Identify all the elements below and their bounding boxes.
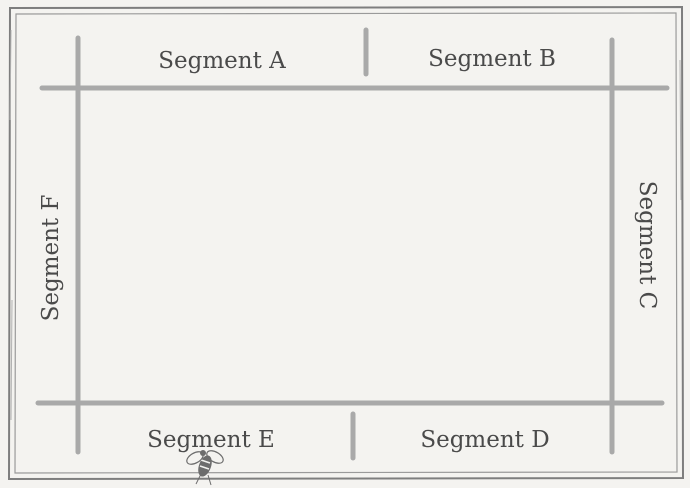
outer-frame (7, 5, 685, 481)
segment-c-label: Segment C (634, 181, 660, 309)
segment-e-label: Segment E (147, 427, 275, 453)
segment-d-label: Segment D (420, 427, 549, 453)
segment-f-label: Segment F (38, 195, 64, 322)
segment-b-label: Segment B (428, 46, 556, 72)
divider-lines (35, 27, 670, 461)
bee-icon (186, 450, 224, 486)
segment-a-label: Segment A (158, 48, 286, 74)
